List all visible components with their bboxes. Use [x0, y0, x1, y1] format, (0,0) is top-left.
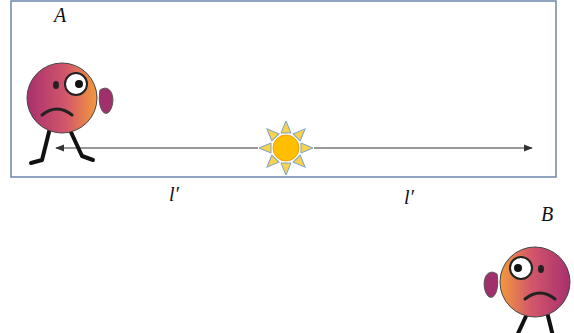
- length-label: l′: [169, 183, 179, 205]
- light-ray-arrow: [56, 148, 258, 149]
- observer-label: B: [541, 203, 553, 225]
- observer-label: A: [54, 4, 66, 26]
- light-ray-arrow: [314, 148, 532, 149]
- observer-figure: [484, 247, 570, 333]
- light-source: [259, 121, 313, 175]
- train-car: [11, 1, 556, 177]
- observer-figure: [27, 63, 113, 163]
- length-label: l′: [404, 186, 414, 208]
